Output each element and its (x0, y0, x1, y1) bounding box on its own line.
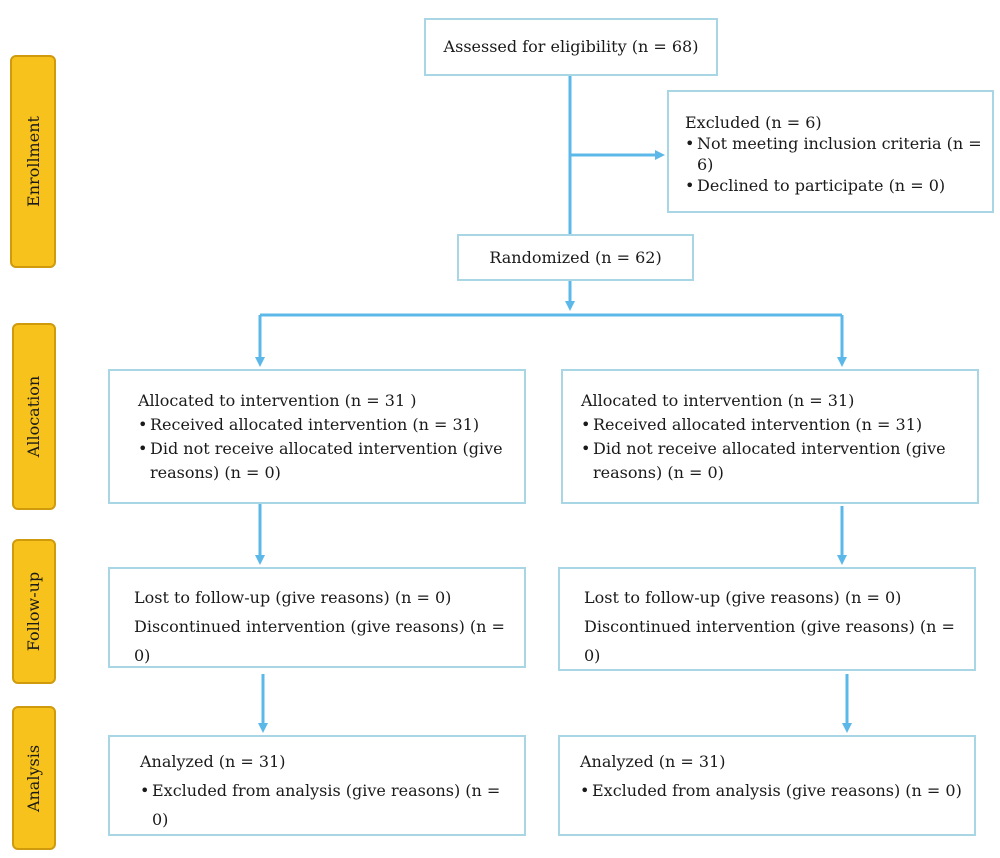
stage-enrollment-label: Enrollment (23, 116, 43, 207)
assessed-box: Assessed for eligibility (n = 68) (424, 18, 718, 76)
stage-allocation: Allocation (12, 323, 56, 510)
excluded-item: •Not meeting inclusion criteria (n = 6) (685, 134, 982, 174)
right-allocation-item: •Received allocated intervention (n = 31… (581, 415, 923, 434)
assessed-text: Assessed for eligibility (n = 68) (443, 37, 699, 56)
right-analysis-box: Analyzed (n = 31) •Excluded from analysi… (558, 735, 976, 836)
stage-enrollment: Enrollment (10, 55, 56, 268)
right-analysis-item: •Excluded from analysis (give reasons) (… (580, 781, 962, 800)
left-analysis-title: Analyzed (n = 31) (140, 752, 286, 771)
left-followup-box: Lost to follow-up (give reasons) (n = 0)… (108, 567, 526, 668)
left-allocation-title: Allocated to intervention (n = 31 ) (138, 391, 417, 410)
left-allocation-item: •Received allocated intervention (n = 31… (138, 415, 480, 434)
right-analysis-title: Analyzed (n = 31) (580, 752, 726, 771)
stage-allocation-label: Allocation (24, 375, 44, 458)
stage-analysis-label: Analysis (24, 744, 44, 812)
right-followup-line: Discontinued intervention (give reasons)… (584, 617, 955, 665)
left-followup-line: Lost to follow-up (give reasons) (n = 0) (134, 588, 452, 607)
right-allocation-title: Allocated to intervention (n = 31) (581, 391, 855, 410)
right-followup-box: Lost to follow-up (give reasons) (n = 0)… (558, 567, 976, 671)
randomized-text: Randomized (n = 62) (489, 247, 662, 267)
right-allocation-box: Allocated to intervention (n = 31) •Rece… (561, 369, 979, 504)
excluded-title: Excluded (n = 6) (685, 113, 822, 132)
left-analysis-item: •Excluded from analysis (give reasons) (… (140, 781, 501, 829)
left-followup-line: Discontinued intervention (give reasons)… (134, 617, 505, 665)
stage-follow-up-label: Follow-up (24, 571, 44, 652)
randomized-box: Randomized (n = 62) (457, 234, 694, 281)
left-allocation-box: Allocated to intervention (n = 31 ) •Rec… (108, 369, 526, 504)
left-allocation-item: •Did not receive allocated intervention … (138, 439, 503, 482)
stage-analysis: Analysis (12, 706, 56, 850)
stage-follow-up: Follow-up (12, 539, 56, 684)
right-followup-line: Lost to follow-up (give reasons) (n = 0) (584, 588, 902, 607)
excluded-item: •Declined to participate (n = 0) (685, 176, 946, 195)
right-allocation-item: •Did not receive allocated intervention … (581, 439, 946, 482)
excluded-box: Excluded (n = 6) •Not meeting inclusion … (667, 90, 994, 213)
left-analysis-box: Analyzed (n = 31) •Excluded from analysi… (108, 735, 526, 836)
